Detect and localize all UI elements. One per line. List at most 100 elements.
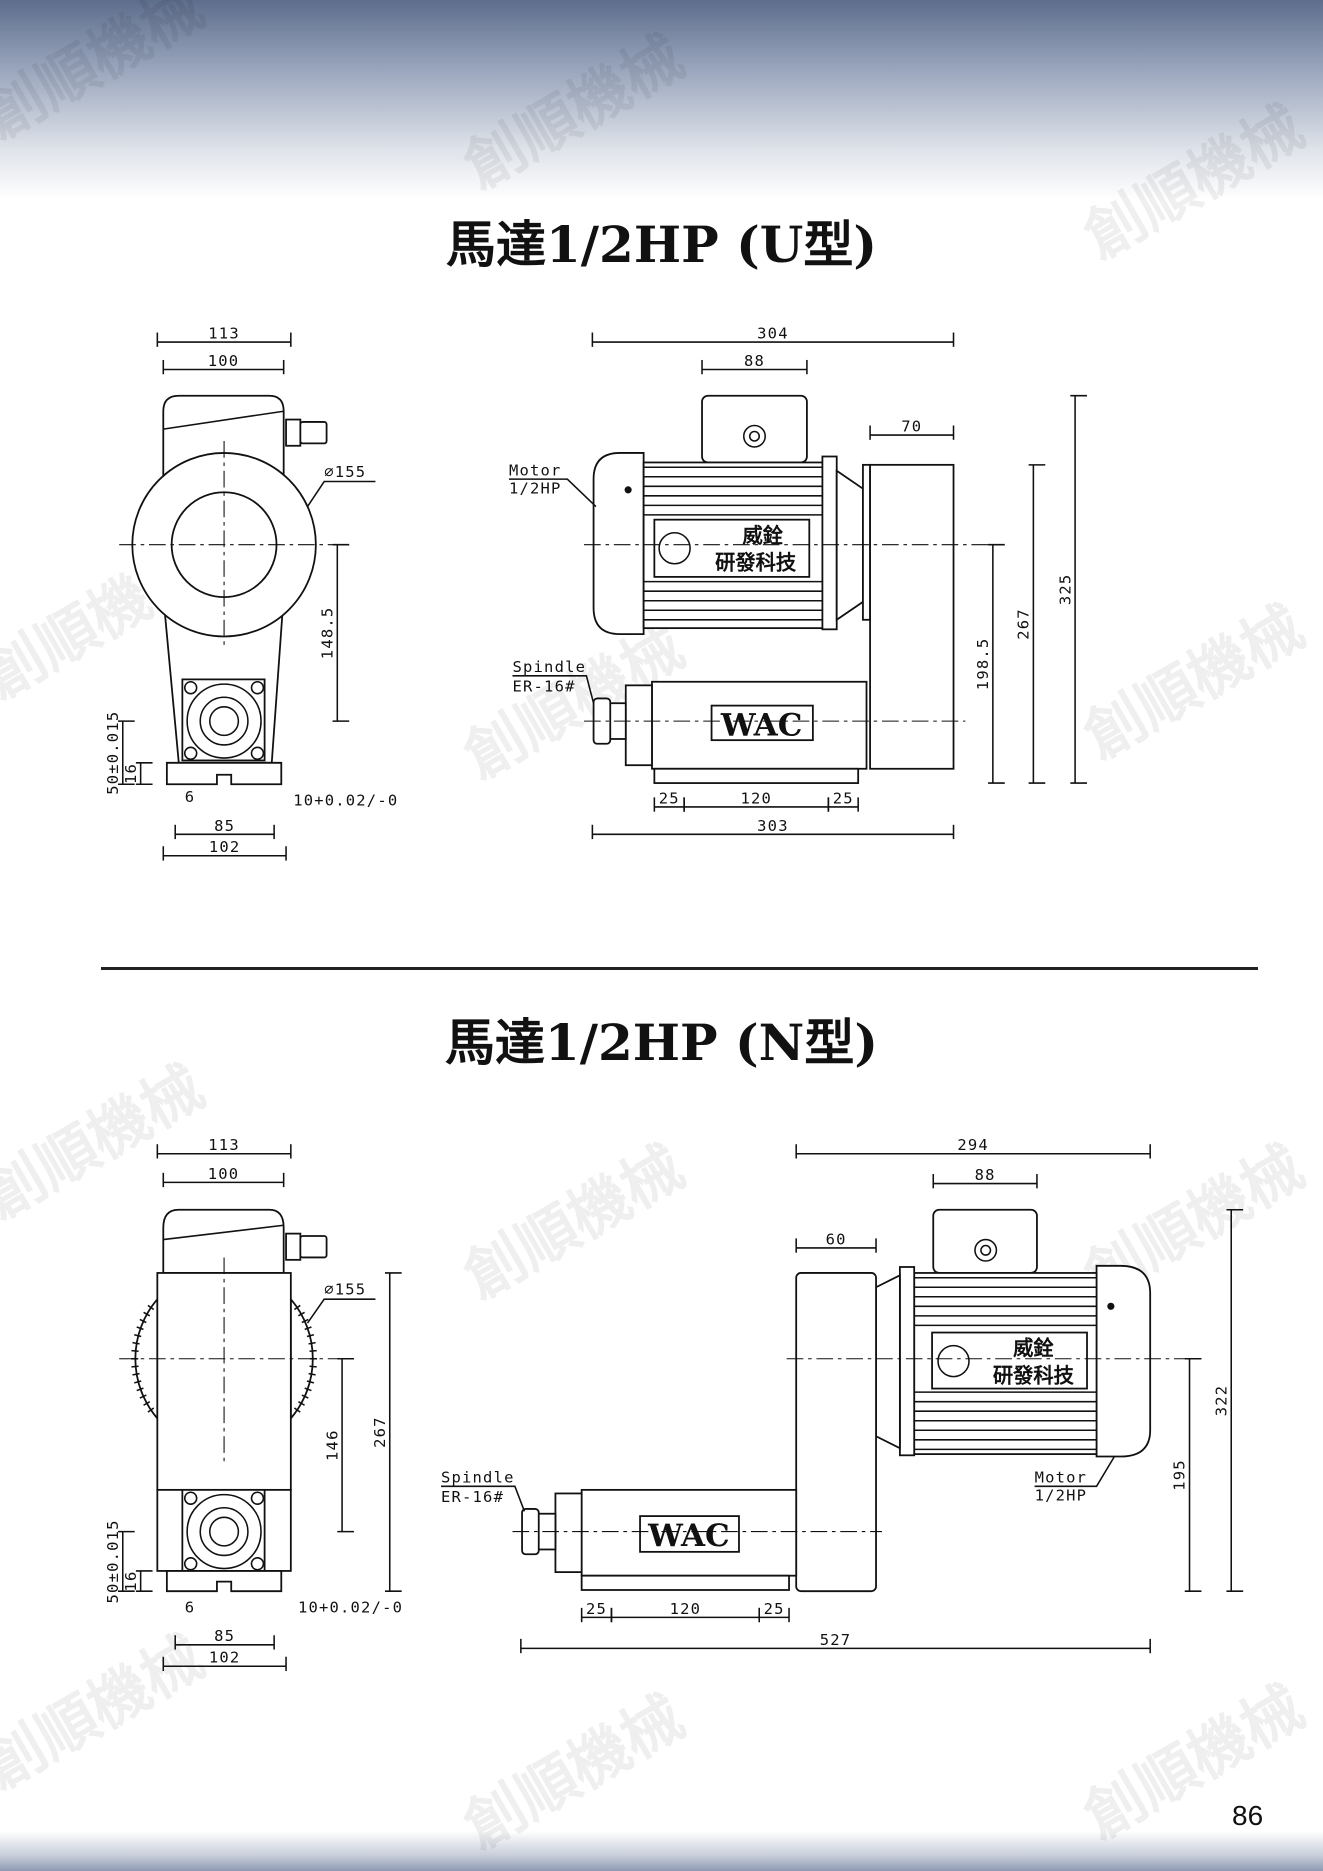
watermark-text: 創順機械 <box>0 1622 215 1803</box>
dimension-label: 60 <box>826 1230 847 1248</box>
n-spindle-brand: WAC <box>647 1518 729 1554</box>
dimension: 198.5 <box>974 543 1005 784</box>
dimension-label: 102 <box>209 838 241 856</box>
dimension: 85 <box>174 1627 275 1650</box>
text-labels: 威銓 研發科技 WAC 威銓 研發科技 WAC Motor 1/2HP Spin… <box>441 462 1116 1554</box>
dimension-label: 113 <box>208 324 240 342</box>
dimension: 113 <box>156 1136 292 1159</box>
dimension: 120 <box>683 789 830 812</box>
dimension-label: 25 <box>586 1600 607 1618</box>
u-spindle-type: ER-16# <box>513 677 576 695</box>
dimension-label: 322 <box>1212 1385 1230 1417</box>
dimension: 60 <box>795 1230 877 1253</box>
n-motor-hp: 1/2HP <box>1035 1487 1088 1505</box>
dimension: 303 <box>591 817 955 840</box>
dimension: 88 <box>932 1166 1038 1189</box>
dimension-label: 325 <box>1056 574 1074 606</box>
dimension-label: 25 <box>659 789 680 807</box>
dimension-label: 148.5 <box>319 607 337 660</box>
watermark-text: 創順機械 <box>453 1682 696 1863</box>
n-brand-line2: 研發科技 <box>993 1364 1075 1388</box>
dimension: 267 <box>371 1272 402 1592</box>
dimension-label: 195 <box>1171 1459 1189 1491</box>
n-front-view <box>119 1208 340 1593</box>
dimension-label: 113 <box>208 1136 240 1154</box>
dimension: 102 <box>162 838 287 861</box>
header-gradient-band <box>0 0 1323 200</box>
dimension: 70 <box>869 417 955 440</box>
dimension-label: 100 <box>208 1165 240 1183</box>
dimension: 304 <box>591 324 955 347</box>
dimension-label: 85 <box>214 817 235 835</box>
dimension: 88 <box>701 352 808 375</box>
dimension: 25 <box>758 1600 790 1623</box>
dimension: 195 <box>1171 1357 1202 1592</box>
watermark-text: 創順機械 <box>0 1052 215 1233</box>
u-spindle-brand: WAC <box>720 707 802 743</box>
watermark-text: 創順機械 <box>1073 1672 1316 1853</box>
watermark-text: 創順機械 <box>0 0 215 153</box>
dimension-label: 16 <box>122 1571 140 1592</box>
dimension-label: 25 <box>764 1600 785 1618</box>
u-brand-line2: 研發科技 <box>715 551 797 575</box>
dimension-label: 10+0.02/-0 <box>293 792 398 810</box>
u-brand-logo-icon <box>658 532 691 565</box>
dimension: 100 <box>162 1165 285 1188</box>
dimension-label: 16 <box>122 763 140 784</box>
footer-gradient-band <box>0 1831 1323 1871</box>
section-title-u-type: 馬達1/2HP (U型) <box>445 215 877 274</box>
n-spindle-type: ER-16# <box>441 1488 504 1506</box>
dimension-label: 294 <box>957 1136 989 1154</box>
dimension: 325 <box>1056 394 1088 784</box>
watermark-text: 創順機械 <box>453 1132 696 1313</box>
dimension: 25 <box>580 1600 613 1623</box>
dimension: 113 <box>156 324 292 347</box>
u-side-view <box>584 394 1002 784</box>
dimension-label: 88 <box>975 1166 996 1184</box>
dimension-label: 50±0.015 <box>104 711 122 795</box>
dimension: 50±0.015 <box>104 1519 135 1603</box>
dimension: 85 <box>174 817 275 840</box>
n-brand-line1: 威銓 <box>1013 1336 1054 1360</box>
dimension-label: 120 <box>670 1600 702 1618</box>
dimension-label: 267 <box>1015 608 1033 640</box>
watermark-text: 創順機械 <box>1073 92 1316 273</box>
dimension-label: 6 <box>185 788 196 806</box>
dimension-label: 527 <box>820 1631 852 1649</box>
section-divider <box>101 967 1258 970</box>
dimension: 146 <box>323 1357 354 1533</box>
dimension-label: 198.5 <box>974 638 992 691</box>
dimension-label: 303 <box>757 817 789 835</box>
u-motor-hp: 1/2HP <box>509 479 562 497</box>
dimension: 100 <box>162 352 285 375</box>
dimension-label: 6 <box>185 1599 196 1617</box>
dimension-label: 120 <box>740 789 772 807</box>
n-spindle-label: Spindle <box>441 1469 515 1487</box>
n-side-view <box>512 1208 1192 1593</box>
page-number: 86 <box>1232 1800 1264 1831</box>
n-brand-logo-icon <box>937 1344 970 1378</box>
u-motor-label: Motor <box>509 462 562 480</box>
dimension: 322 <box>1212 1209 1244 1592</box>
dimension-label: 100 <box>208 352 240 370</box>
dimension: 267 <box>1015 464 1046 784</box>
n-motor-label: Motor <box>1035 1469 1088 1487</box>
dimension: 294 <box>795 1136 1151 1159</box>
dimension: 527 <box>520 1631 1151 1654</box>
dimension-label: 85 <box>214 1627 235 1645</box>
dimension-label: ⌀155 <box>324 1280 366 1298</box>
dimension: 102 <box>162 1649 287 1672</box>
dimension: 25 <box>827 789 859 812</box>
dimension-label: 304 <box>757 324 789 342</box>
dimension-label: ⌀155 <box>324 463 366 481</box>
dimension: 120 <box>610 1600 761 1623</box>
dimension: 25 <box>653 789 685 812</box>
dimension-label: 102 <box>209 1649 241 1667</box>
dimension-label: 267 <box>371 1416 389 1448</box>
u-spindle-label: Spindle <box>513 658 587 676</box>
watermark-text: 創順機械 <box>453 22 696 203</box>
dimension: 16 <box>122 762 153 786</box>
dimension-label: 50±0.015 <box>104 1519 122 1603</box>
